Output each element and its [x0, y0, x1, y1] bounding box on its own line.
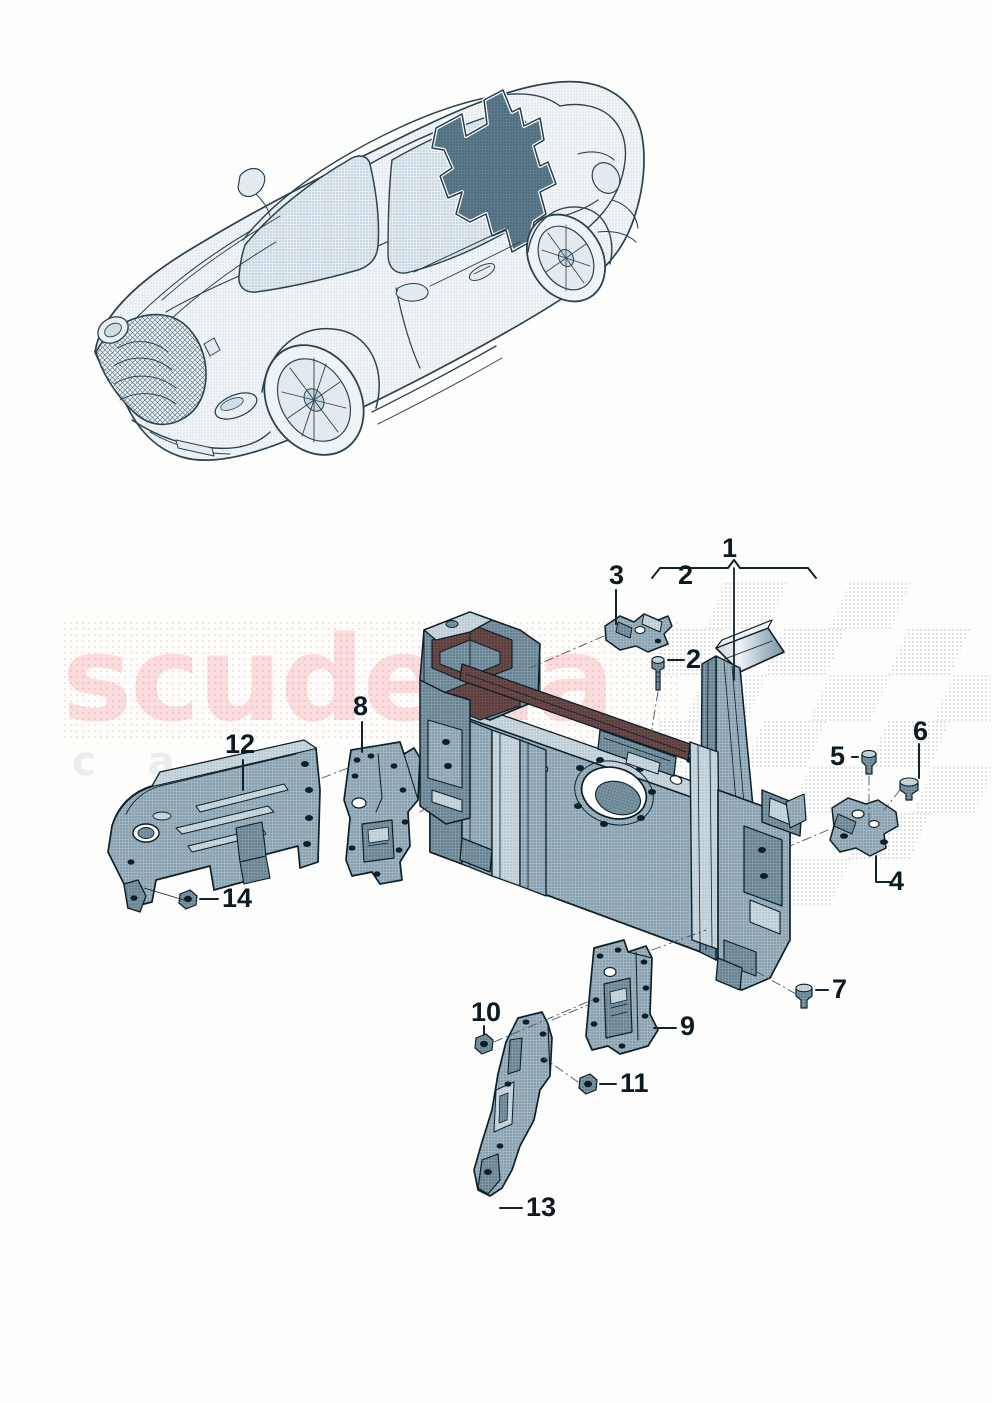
callout-7: 7	[832, 974, 848, 1004]
part-9-reinforcement-panel	[585, 939, 659, 1055]
callout-3: 3	[609, 560, 625, 590]
part-4-mounting-bracket	[829, 797, 899, 857]
callout-2-bolt: 2	[686, 644, 702, 674]
callout-14: 14	[222, 883, 253, 913]
callout-13: 13	[526, 1192, 557, 1222]
callout-5: 5	[830, 741, 846, 771]
part-8-side-plate	[343, 741, 421, 885]
part-13-side-trim	[473, 1011, 553, 1197]
part-5-bolt	[861, 749, 877, 775]
callout-4: 4	[889, 866, 905, 896]
callout-8: 8	[353, 691, 369, 721]
callout-9: 9	[680, 1011, 696, 1041]
part-12-cover	[107, 739, 321, 913]
callout-2: 2	[678, 560, 694, 590]
part-7-bolt	[795, 983, 813, 1009]
callout-1: 1	[722, 533, 738, 563]
callout-10: 10	[471, 997, 502, 1027]
part-1-rollover-cassette	[419, 611, 807, 991]
part-2-screw	[651, 656, 665, 691]
part-11-nut	[578, 1073, 598, 1095]
callout-11: 11	[620, 1068, 649, 1098]
callout-6: 6	[913, 716, 929, 746]
callout-12: 12	[225, 729, 256, 759]
part-10-nut	[474, 1033, 494, 1055]
vehicle-illustration	[94, 80, 645, 461]
part-3-latch-bracket	[604, 613, 673, 653]
part-14-nut	[178, 889, 198, 910]
part-6-bolt	[899, 777, 919, 801]
